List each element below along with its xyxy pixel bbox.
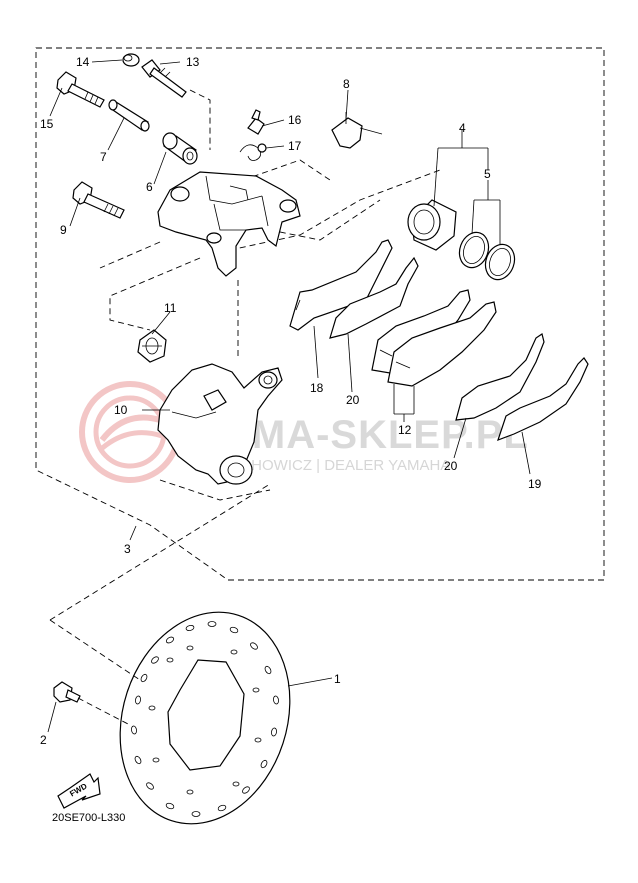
- callout-17: 17: [288, 139, 302, 153]
- callout-9: 9: [60, 223, 67, 237]
- bush-part-6: [162, 132, 198, 165]
- pin-part-7: [108, 99, 150, 132]
- brake-pad-part-20a: [329, 256, 419, 339]
- callout-16: 16: [288, 113, 302, 127]
- seal-part-5a: [458, 231, 490, 269]
- callout-12: 12: [398, 423, 412, 437]
- piston-part-4: [407, 199, 457, 251]
- leader-lines: [47, 59, 531, 733]
- pad-set-part-12: [371, 289, 497, 387]
- shim-part-18: [289, 239, 393, 331]
- disc-bolt-part-2: [53, 681, 81, 703]
- callout-4: 4: [459, 121, 466, 135]
- caliper-bracket-part-10: [157, 363, 283, 485]
- callouts: 1 2 3 4 5 6 7 8 9 10 11 12 13 14 15 16 1…: [40, 55, 542, 747]
- bleeder-part-16: [247, 109, 265, 135]
- callout-8: 8: [343, 77, 350, 91]
- callout-5: 5: [484, 167, 491, 181]
- callout-1: 1: [334, 672, 341, 686]
- watermark-tagline: WIECHOWICZ | DEALER YAMAHA: [212, 457, 450, 474]
- callout-10: 10: [114, 403, 128, 417]
- callout-19: 19: [528, 477, 542, 491]
- callout-20b: 20: [444, 459, 458, 473]
- brake-disc-part-1: [119, 611, 291, 825]
- seal-part-5b: [484, 243, 516, 281]
- callout-7: 7: [100, 150, 107, 164]
- spring-part-8: [331, 112, 383, 149]
- callout-20a: 20: [346, 393, 360, 407]
- callout-15: 15: [40, 117, 54, 131]
- callout-2: 2: [40, 733, 47, 747]
- bolt-part-9: [72, 181, 125, 219]
- cap-part-14: [122, 53, 140, 67]
- caliper-assembly-boundary: [35, 47, 605, 581]
- callout-13: 13: [186, 55, 200, 69]
- boot-part-11: [137, 329, 167, 363]
- callout-6: 6: [146, 180, 153, 194]
- diagram-code: 20SE700-L330: [52, 812, 125, 824]
- caliper-body: [157, 171, 301, 277]
- callout-18: 18: [310, 381, 324, 395]
- bleed-screw-part-13: [141, 59, 187, 98]
- shim-part-19: [497, 357, 589, 442]
- fwd-arrow-icon: FWD: [57, 773, 101, 809]
- clip-part-17: [239, 143, 267, 161]
- callout-14: 14: [76, 55, 90, 69]
- brake-pad-part-20b: [455, 333, 545, 421]
- callout-3: 3: [124, 542, 131, 556]
- callout-11: 11: [164, 301, 177, 315]
- bolt-part-15: [56, 71, 105, 108]
